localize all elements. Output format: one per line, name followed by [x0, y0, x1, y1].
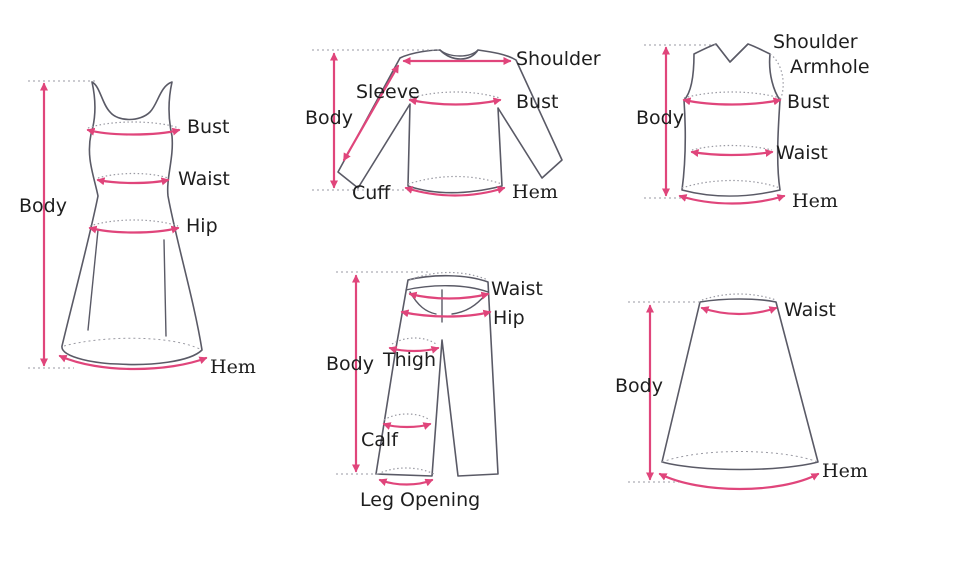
tank-outline: [681, 43, 781, 197]
top-hem-arrow: [404, 186, 506, 197]
skirt-body-label: Body: [615, 375, 663, 397]
tank-figure: Shoulder Armhole Body Bust Waist Hem: [636, 31, 870, 212]
tank-waist-arrow: [690, 149, 774, 158]
pants-waist-arrow: [408, 291, 490, 300]
pants-hip-arrow: [400, 309, 492, 318]
pants-leg-opening-guide: [377, 467, 435, 475]
dress-outline: [61, 81, 203, 366]
pants-body-label: Body: [326, 353, 374, 375]
tank-hem-label: Hem: [792, 190, 838, 212]
top-hem-label: Hem: [512, 181, 558, 203]
pants-hip-label: Hip: [493, 307, 525, 329]
dress-waist-arrow: [96, 177, 170, 186]
tank-armhole-guide: [769, 53, 784, 101]
top-neckline: [439, 49, 479, 57]
top-figure: Shoulder Sleeve Body Bust Cuff Hem: [305, 48, 601, 204]
pants-waist-guide: [409, 271, 489, 281]
tank-neckline: [715, 43, 749, 64]
tank-waist-guide: [691, 144, 773, 151]
dress-bust-label: Bust: [187, 116, 229, 138]
dress-hem-label: Hem: [210, 356, 256, 378]
tank-body-label: Body: [636, 107, 684, 129]
dress-bust-guide: [87, 121, 180, 129]
pants-figure: Waist Hip Body Thigh Calf Leg Opening: [326, 271, 543, 511]
dress-body-label: Body: [19, 195, 67, 217]
pants-thigh-guide: [391, 337, 437, 345]
top-hem-guide: [407, 175, 503, 185]
tank-bust-arrow: [682, 97, 782, 106]
pants-calf-guide: [383, 413, 431, 421]
top-bust-arrow: [408, 97, 502, 106]
skirt-waist-guide: [701, 293, 777, 301]
pants-thigh-arrow: [388, 345, 440, 354]
dress-left-seam: [87, 229, 99, 331]
top-outline: [337, 49, 563, 194]
dress-hem-edge: [63, 337, 203, 351]
dress-right-seam: [163, 239, 167, 337]
pants-leg-opening-label: Leg Opening: [360, 489, 480, 511]
tank-armhole-label: Armhole: [790, 56, 870, 78]
top-bust-guide: [409, 91, 501, 99]
top-sleeve-arrow: [342, 64, 400, 162]
top-bust-label: Bust: [516, 91, 558, 113]
dress-hip-label: Hip: [186, 215, 218, 237]
skirt-hem-edge: [661, 451, 819, 463]
skirt-figure: Waist Body Hem: [615, 293, 868, 491]
dress-bust-arrow: [86, 127, 181, 136]
skirt-waist-label: Waist: [784, 299, 836, 321]
skirt-outline: [661, 298, 819, 471]
skirt-waist-arrow: [700, 306, 778, 316]
top-body-label: Body: [305, 107, 353, 129]
dress-hip-arrow: [88, 225, 180, 234]
tank-hem-arrow: [678, 194, 786, 205]
dress-figure: Bust Waist Hip Body Hem: [19, 80, 256, 378]
dress-waist-guide: [97, 172, 169, 179]
dress-waist-label: Waist: [178, 168, 230, 190]
tank-bust-guide: [683, 91, 781, 99]
top-shoulder-label: Shoulder: [516, 48, 601, 70]
pants-calf-arrow: [382, 422, 432, 430]
dress-hip-guide: [89, 219, 179, 227]
skirt-hem-arrow: [658, 472, 820, 491]
tank-bust-label: Bust: [787, 91, 829, 113]
dress-hem-arrow: [58, 354, 208, 371]
pants-leg-opening-arrow: [378, 478, 434, 487]
pants-waist-label: Waist: [491, 278, 543, 300]
top-sleeve-label: Sleeve: [356, 81, 420, 103]
tank-waist-label: Waist: [776, 142, 828, 164]
skirt-hem-label: Hem: [822, 460, 868, 482]
pants-thigh-label: Thigh: [382, 349, 436, 371]
pants-waistband: [405, 285, 489, 293]
pants-calf-label: Calf: [361, 429, 399, 451]
tank-shoulder-label: Shoulder: [773, 31, 858, 53]
top-cuff-label: Cuff: [352, 182, 391, 204]
